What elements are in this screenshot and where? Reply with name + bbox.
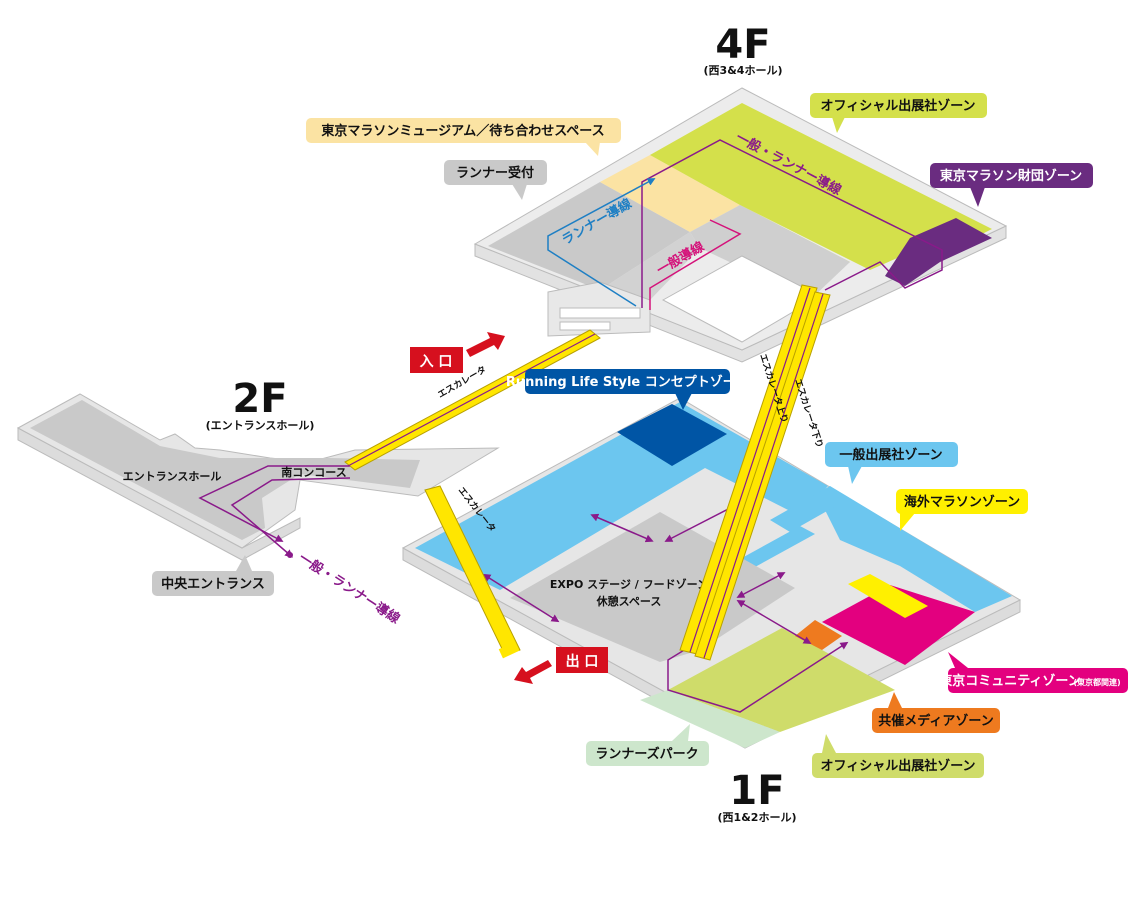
callout-running-life-style: Running Life Style コンセプトゾーン	[506, 369, 748, 410]
callout-museum: 東京マラソンミュージアム／待ち合わせスペース	[306, 118, 621, 156]
svg-text:出 口: 出 口	[566, 653, 599, 670]
expo-stage-label-line1: EXPO ステージ / フードゾーン	[550, 577, 708, 591]
floor-4f-subtitle: (西3&4ホール)	[704, 64, 783, 77]
general-exhibitor-zone-left	[415, 402, 828, 590]
floor-4f-title: 4F	[715, 22, 770, 68]
floor-2f-subtitle: (エントランスホール)	[206, 419, 315, 432]
escalators: エスカレータ エスカレータ エスカレータ上り エスカレータ下り	[344, 284, 831, 661]
floor-1f-title: 1F	[729, 768, 784, 814]
runners-park-area	[640, 690, 780, 748]
foundation-zone	[885, 218, 992, 286]
general-route-4f	[649, 219, 742, 310]
museum-area	[600, 155, 740, 232]
callout-media: 共催メディアゾーン	[872, 692, 1000, 733]
svg-text:中央エントランス: 中央エントランス	[161, 576, 265, 592]
callout-overseas-marathon: 海外マラソンゾーン	[896, 489, 1028, 531]
south-concourse-label: 南コンコース	[281, 465, 346, 479]
svg-text:東京マラソンミュージアム／待ち合わせスペース: 東京マラソンミュージアム／待ち合わせスペース	[321, 123, 604, 139]
official-exhibitor-zone-1f	[668, 628, 895, 732]
escalator-down-label: エスカレータ下り	[792, 377, 826, 449]
exit-badge: 出 口	[514, 647, 608, 684]
svg-text:(東京都関連): (東京都関連)	[1073, 677, 1120, 687]
route-label-general-runner-2f: 一般・ランナー導線	[296, 550, 404, 628]
runner-reception-area	[488, 182, 690, 290]
svg-text:ランナー受付: ランナー受付	[456, 165, 534, 181]
floor-1f-subtitle: (西1&2ホール)	[718, 811, 797, 824]
general-exhibitor-zone-right	[825, 498, 1012, 612]
floor-2f-title: 2F	[232, 376, 287, 422]
entrance-badge: 入 口	[410, 332, 505, 373]
svg-text:オフィシャル出展社ゾーン: オフィシャル出展社ゾーン	[820, 758, 975, 774]
callout-foundation: 東京マラソン財団ゾーン	[930, 163, 1093, 207]
overseas-marathon-zone	[848, 574, 928, 618]
tokyo-community-zone	[822, 585, 975, 665]
general-runner-route-4f	[641, 139, 943, 308]
svg-text:東京コミュニティゾーン: 東京コミュニティゾーン	[939, 673, 1081, 689]
svg-text:海外マラソンゾーン: 海外マラソンゾーン	[904, 494, 1020, 510]
callout-tokyo-community: 東京コミュニティゾーン (東京都関連)	[939, 652, 1128, 693]
entrance-arrow-icon	[466, 332, 505, 357]
svg-text:ランナーズパーク: ランナーズパーク	[595, 746, 698, 762]
running-life-style-zone	[617, 404, 727, 466]
expo-stage-label-line2: 休憩スペース	[596, 594, 662, 608]
callout-runner-reception: ランナー受付	[444, 160, 547, 200]
entrance-hall-area	[30, 400, 420, 540]
svg-text:一般出展社ゾーン: 一般出展社ゾーン	[839, 447, 942, 463]
svg-text:Running Life Style コンセプトゾーン: Running Life Style コンセプトゾーン	[506, 374, 748, 390]
callout-central-entrance: 中央エントランス	[152, 555, 274, 596]
runner-route-4f	[547, 178, 656, 307]
svg-text:共催メディアゾーン: 共催メディアゾーン	[878, 713, 993, 729]
entrance-hall-label: エントランスホール	[123, 470, 222, 483]
official-exhibitor-zone-4f	[650, 103, 992, 270]
callout-general-exhibitor: 一般出展社ゾーン	[825, 442, 958, 484]
callout-official-exhibitor-1f: オフィシャル出展社ゾーン	[812, 734, 984, 778]
svg-text:入 口: 入 口	[420, 354, 453, 370]
svg-text:東京マラソン財団ゾーン: 東京マラソン財団ゾーン	[940, 168, 1082, 184]
exit-arrow-icon	[514, 660, 552, 684]
callout-official-exhibitor-4f: オフィシャル出展社ゾーン	[810, 93, 987, 133]
svg-text:オフィシャル出展社ゾーン: オフィシャル出展社ゾーン	[820, 98, 975, 114]
floor-4f: 一般・ランナー導線 ランナー導線 一般導線	[473, 87, 1008, 363]
callout-runners-park: ランナーズパーク	[586, 724, 709, 766]
